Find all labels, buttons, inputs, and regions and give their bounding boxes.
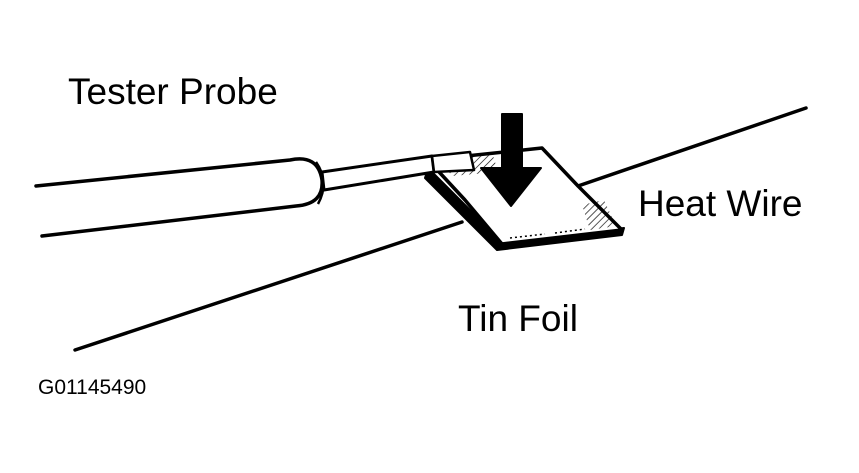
heat-wire [73,106,808,352]
figure-code: G01145490 [38,376,147,399]
down-arrow-icon [480,113,542,207]
tester-probe-label: Tester Probe [68,71,278,112]
tester-probe [34,150,476,238]
tin-foil-label: Tin Foil [458,298,578,339]
heat-wire-label: Heat Wire [638,183,803,224]
